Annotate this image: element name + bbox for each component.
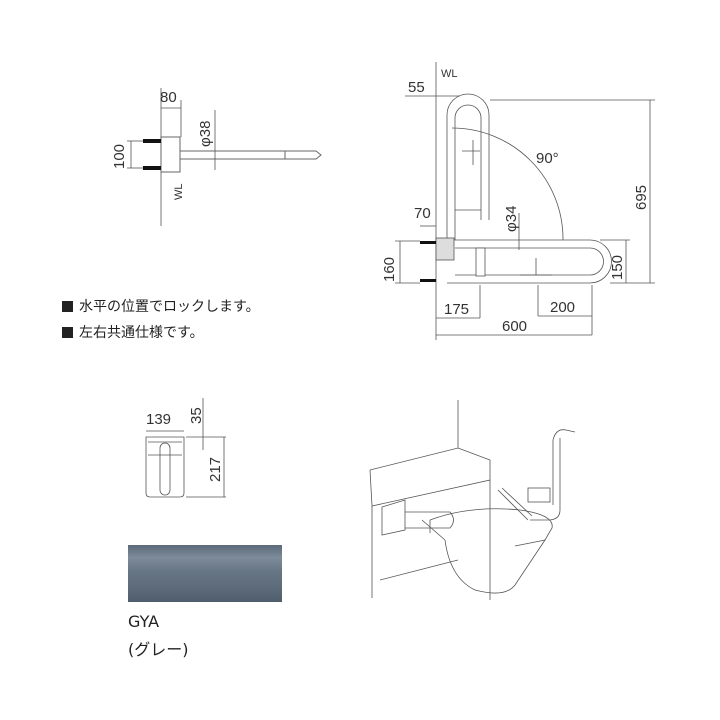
wl-label-top: WL bbox=[173, 184, 185, 201]
dim-phi38: φ38 bbox=[197, 121, 214, 147]
note-lock: 水平の位置でロックします。 bbox=[62, 296, 260, 316]
dim-55: 55 bbox=[408, 79, 425, 96]
angle-90: 90° bbox=[536, 150, 559, 167]
dim-200: 200 bbox=[550, 299, 575, 316]
dim-35: 35 bbox=[188, 407, 205, 424]
dim-150: 150 bbox=[609, 255, 626, 280]
dim-phi34: φ34 bbox=[503, 206, 520, 232]
installation-illustration bbox=[369, 400, 576, 600]
bullet-square-icon bbox=[62, 301, 73, 312]
color-name: (グレー) bbox=[128, 640, 189, 659]
note-text: 水平の位置でロックします。 bbox=[79, 299, 260, 315]
dim-695: 695 bbox=[633, 185, 650, 210]
color-swatch bbox=[128, 545, 282, 602]
dim-160: 160 bbox=[381, 257, 398, 282]
wl-label: WL bbox=[441, 68, 458, 80]
elevation-drawing: WL 55 90° 695 φ34 70 160 150 175 200 600 bbox=[381, 62, 655, 340]
note-symmetric: 左右共通仕様です。 bbox=[62, 322, 204, 342]
dim-80: 80 bbox=[160, 89, 177, 106]
dim-175: 175 bbox=[444, 301, 469, 318]
dim-139: 139 bbox=[146, 411, 171, 428]
dim-600: 600 bbox=[502, 318, 527, 335]
note-text: 左右共通仕様です。 bbox=[79, 325, 204, 341]
color-code: GYA bbox=[128, 612, 160, 631]
dim-70: 70 bbox=[414, 205, 431, 222]
plate-view-drawing: 139 35 217 bbox=[145, 398, 226, 498]
dim-100: 100 bbox=[111, 144, 128, 169]
bullet-square-icon bbox=[62, 327, 73, 338]
top-view-drawing: 80 100 φ38 WL bbox=[111, 88, 322, 226]
dim-217: 217 bbox=[207, 457, 224, 482]
